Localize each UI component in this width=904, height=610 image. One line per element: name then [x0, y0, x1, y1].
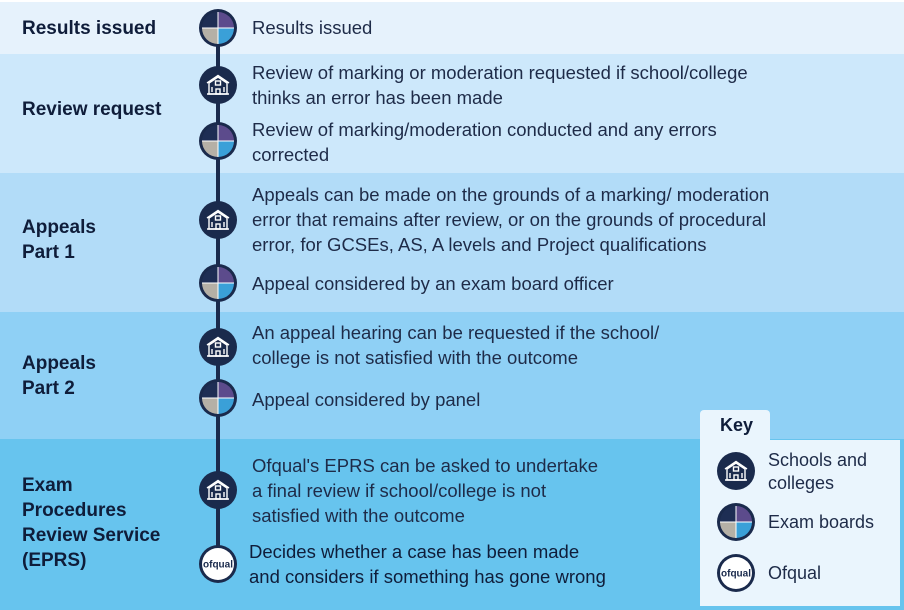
step-text: Review of marking/moderation conducted a… — [252, 119, 717, 165]
ofqual-logo-icon: ofqual — [716, 553, 756, 593]
key-title: Key — [720, 415, 754, 435]
stage-label-results-issued: Results issued — [22, 18, 157, 39]
stage-label-appeals-part-1: Appeals Part 1 — [22, 217, 96, 263]
svg-text:ofqual: ofqual — [721, 569, 751, 580]
key-label-ofqual: Ofqual — [768, 563, 822, 583]
exam-board-quadrant-icon — [716, 502, 756, 542]
stage-label-eprs: Exam Procedures Review Service (EPRS) — [22, 475, 161, 571]
school-building-icon — [198, 65, 238, 105]
stage-label-appeals-part-2: Appeals Part 2 — [22, 353, 96, 399]
step-text: Ofqual's EPRS can be asked to undertake … — [252, 455, 598, 526]
exam-board-quadrant-icon — [198, 263, 238, 303]
key-label-exam-boards: Exam boards — [768, 512, 875, 532]
school-building-icon — [198, 200, 238, 240]
step-text: Results issued — [252, 17, 373, 38]
stage-label-review-request: Review request — [22, 99, 162, 120]
school-building-icon — [198, 470, 238, 510]
exam-board-quadrant-icon — [198, 121, 238, 161]
step-text: Appeal considered by an exam board offic… — [252, 273, 614, 294]
step-text: Appeal considered by panel — [252, 389, 481, 410]
stage-band-results-issued — [0, 2, 904, 54]
stage-band-appeals-part-1 — [0, 173, 904, 312]
key-label-schools: Schools and colleges — [768, 450, 868, 493]
exam-board-quadrant-icon — [198, 378, 238, 418]
step-text: An appeal hearing can be requested if th… — [252, 322, 660, 368]
school-building-icon — [198, 327, 238, 367]
step-text: Review of marking or moderation requeste… — [252, 62, 748, 108]
school-building-icon — [716, 451, 756, 491]
svg-text:ofqual: ofqual — [203, 560, 233, 571]
ofqual-logo-icon: ofqual — [198, 544, 238, 584]
exam-board-quadrant-icon — [198, 8, 238, 48]
key-tab — [700, 410, 770, 443]
step-text: Decides whether a case has been made and… — [249, 541, 606, 587]
step-text: Appeals can be made on the grounds of a … — [252, 184, 770, 255]
stage-band-review-request — [0, 54, 904, 173]
